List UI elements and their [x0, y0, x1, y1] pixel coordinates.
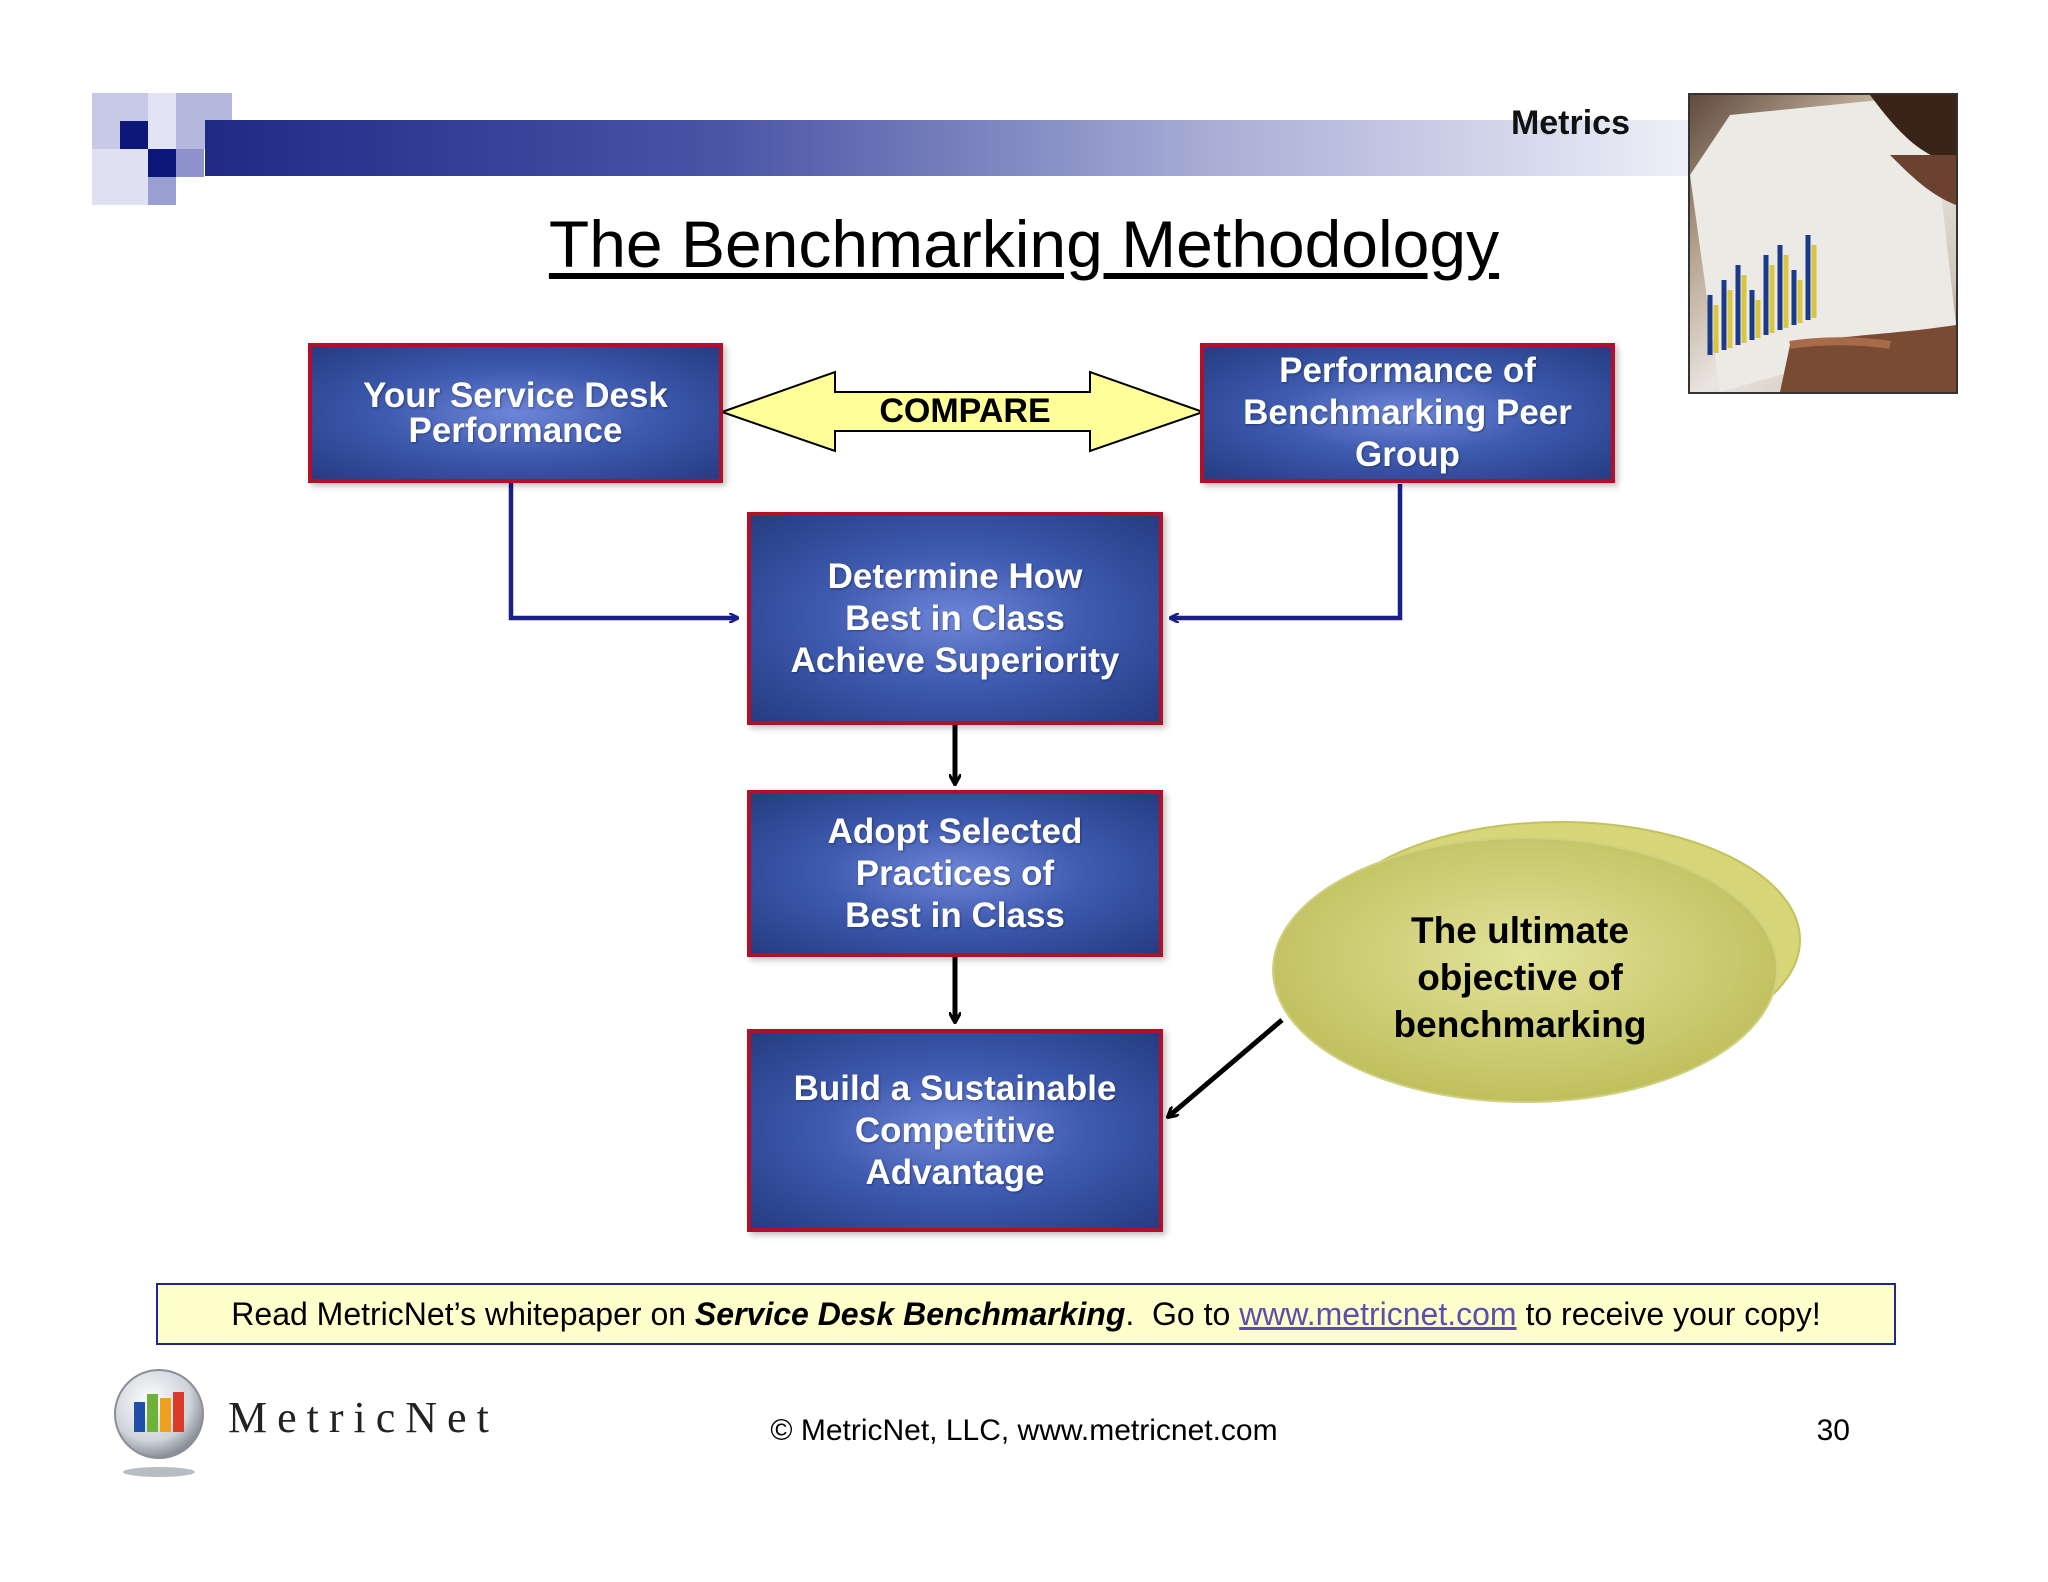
- header-decor-square: [120, 121, 148, 149]
- arrow-callout-to-build: [1168, 1018, 1284, 1117]
- note-prefix: Read MetricNet’s whitepaper on: [231, 1295, 695, 1332]
- note-emphasis: Service Desk Benchmarking: [694, 1295, 1126, 1332]
- metricnet-link[interactable]: www.metricnet.com: [1239, 1295, 1517, 1332]
- callout-text: The ultimate objective of benchmarking: [1393, 910, 1647, 1045]
- header-decor-square: [176, 149, 204, 177]
- adopt-box: Adopt Selected Practices of Best in Clas…: [747, 790, 1163, 957]
- metricnet-logo: [112, 1368, 206, 1480]
- connector-right: [1170, 484, 1403, 618]
- determine-box: Determine How Best in Class Achieve Supe…: [747, 512, 1163, 725]
- compare-label: COMPARE: [879, 392, 1051, 430]
- page-number: 30: [1816, 1414, 1850, 1447]
- header-band: [205, 120, 1690, 176]
- header-label: Metrics: [1510, 104, 1630, 142]
- footer-brand: MetricNet: [228, 1393, 499, 1442]
- header-decor-square: [92, 149, 148, 205]
- header-decor-square: [148, 177, 176, 205]
- your-performance-box: Your Service Desk Performance: [308, 343, 723, 483]
- whitepaper-note: Read MetricNet’s whitepaper on Service D…: [156, 1283, 1896, 1345]
- footer-copyright: © MetricNet, LLC, www.metricnet.com: [770, 1414, 1278, 1447]
- page-title: The Benchmarking Methodology: [548, 207, 1500, 281]
- objective-callout: [1272, 821, 1801, 1103]
- build-box: Build a Sustainable Competitive Advantag…: [747, 1029, 1163, 1232]
- connector-left: [508, 472, 738, 618]
- note-suffix: to receive your copy!: [1516, 1295, 1821, 1332]
- bar-chart-photo: [1688, 93, 1958, 394]
- peer-performance-box: Performance of Benchmarking Peer Group: [1200, 343, 1615, 483]
- note-middle: . Go to: [1125, 1295, 1240, 1332]
- header-decor-square: [148, 149, 176, 177]
